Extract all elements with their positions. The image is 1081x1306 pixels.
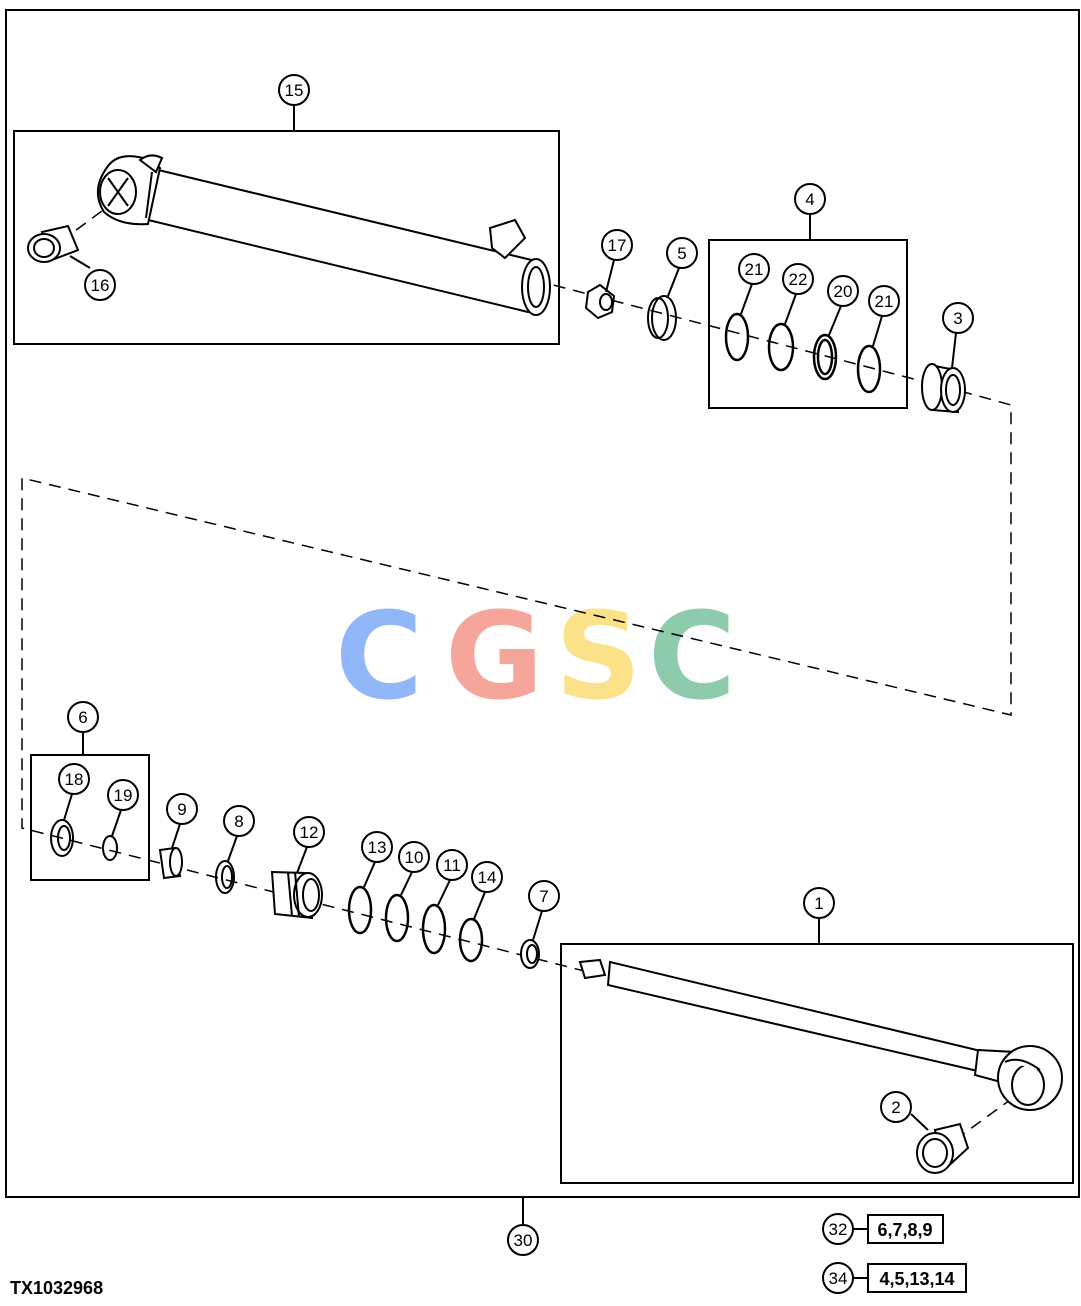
callout-11 — [436, 849, 468, 881]
callout-20-label: 20 — [834, 282, 853, 301]
wiper-parts — [50, 819, 118, 861]
callout-16-label: 16 — [91, 276, 110, 295]
callout-7 — [528, 880, 560, 912]
bushing-2 — [916, 1122, 970, 1174]
figure-id: TX1032968 — [10, 1278, 103, 1298]
kit-32-box — [867, 1214, 944, 1244]
callout-12 — [293, 816, 325, 848]
bushing-16 — [27, 224, 80, 263]
centerline-top — [21, 274, 1012, 976]
callout-19 — [107, 779, 139, 811]
watermark-letter-1: C — [335, 588, 423, 727]
centerline-clevis-bottom — [954, 1099, 1011, 1141]
callout-2-label: 2 — [891, 1098, 900, 1117]
callout-12-label: 12 — [300, 823, 319, 842]
kit-32-number: 32 — [829, 1220, 848, 1239]
callout-15-label: 15 — [285, 81, 304, 100]
kit-callout-32 — [822, 1213, 854, 1245]
callout-7-label: 7 — [539, 887, 548, 906]
callout-15 — [278, 74, 310, 106]
callout-18 — [58, 763, 90, 795]
gland-seals — [724, 312, 882, 394]
piston-12 — [270, 870, 323, 920]
callout-17-label: 17 — [608, 236, 627, 255]
callout-18-label: 18 — [65, 770, 84, 789]
gland-3 — [921, 363, 966, 414]
callout-22 — [782, 263, 814, 295]
group-box-wiper — [30, 754, 150, 881]
cylinder-barrel — [97, 154, 551, 316]
callout-10 — [398, 841, 430, 873]
callout-3 — [942, 302, 974, 334]
callout-21a-label: 21 — [745, 260, 764, 279]
callout-labels: 15 16 17 5 4 21 22 20 21 3 6 18 19 9 8 1… — [65, 81, 963, 1288]
nut-17 — [584, 283, 616, 320]
callout-22-label: 22 — [789, 270, 808, 289]
piston-seals — [347, 885, 484, 963]
group-box-gland-seals — [708, 239, 908, 409]
callout-10-label: 10 — [405, 848, 424, 867]
spacer-9 — [158, 846, 183, 880]
callout-17 — [601, 229, 633, 261]
ring-5 — [647, 295, 677, 341]
callout-1-label: 1 — [814, 894, 823, 913]
callout-11-label: 11 — [443, 856, 461, 875]
outer-frame — [5, 9, 1080, 1198]
callout-30-label: 30 — [514, 1231, 533, 1250]
watermark: C G S C — [335, 588, 736, 727]
callout-3-label: 3 — [953, 309, 962, 328]
group-box-barrel — [13, 130, 560, 345]
callout-5-label: 5 — [677, 244, 686, 263]
nut-7 — [520, 939, 540, 969]
callout-4-label: 4 — [805, 190, 814, 209]
callout-16 — [84, 269, 116, 301]
callout-30 — [507, 1224, 539, 1256]
callout-19-label: 19 — [114, 786, 133, 805]
callout-8-label: 8 — [234, 812, 243, 831]
callout-13-label: 13 — [368, 838, 387, 857]
leader-lines — [63, 105, 957, 1279]
ring-8 — [215, 860, 235, 894]
group-box-rod — [560, 943, 1074, 1184]
callout-9-label: 9 — [177, 800, 186, 819]
kit-34-box — [867, 1263, 967, 1293]
callout-21b-label: 21 — [875, 292, 894, 311]
callout-9 — [166, 793, 198, 825]
callout-14-label: 14 — [478, 868, 497, 887]
watermark-letter-3: S — [555, 588, 641, 727]
kit-34-contents: 4,5,13,14 — [879, 1269, 954, 1289]
callout-circles — [58, 74, 974, 1294]
callout-8 — [223, 805, 255, 837]
watermark-letter-2: G — [445, 588, 544, 727]
callout-2 — [880, 1091, 912, 1123]
kit-boxes: 6,7,8,9 4,5,13,14 — [867, 1214, 967, 1293]
watermark-letter-4: C — [648, 588, 736, 727]
callout-21b — [868, 285, 900, 317]
kit-34-number: 34 — [829, 1269, 848, 1288]
callout-13 — [361, 831, 393, 863]
kit-32-contents: 6,7,8,9 — [877, 1220, 932, 1240]
callout-5 — [666, 237, 698, 269]
callout-1 — [803, 887, 835, 919]
piston-rod — [578, 958, 1063, 1111]
callout-6 — [67, 701, 99, 733]
callout-20 — [827, 275, 859, 307]
kit-callout-34 — [822, 1262, 854, 1294]
callout-4 — [794, 183, 826, 215]
callout-21a — [738, 253, 770, 285]
callout-14 — [471, 861, 503, 893]
callout-6-label: 6 — [78, 708, 87, 727]
